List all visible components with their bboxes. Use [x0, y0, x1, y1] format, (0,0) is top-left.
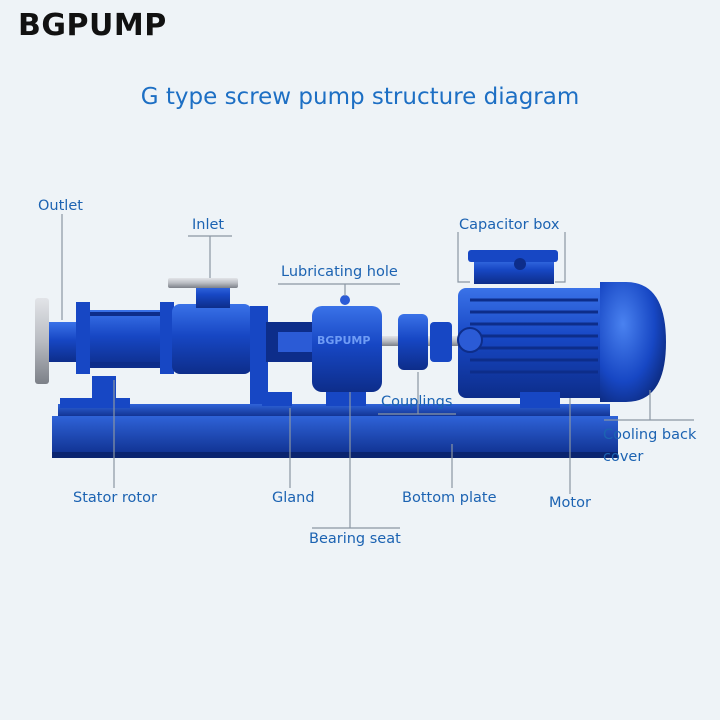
label-outlet: Outlet [38, 198, 83, 214]
label-gland: Gland [272, 490, 315, 506]
label-cooling-back-cover-line2: cover [603, 449, 644, 465]
label-bottom-plate: Bottom plate [402, 490, 497, 506]
outlet-shape [35, 298, 83, 384]
label-motor: Motor [549, 495, 591, 511]
bearing-seat-shape: BGPUMP [312, 295, 382, 406]
inlet-shape [168, 278, 252, 374]
leader-lines [61, 214, 694, 529]
label-lubricating-hole: Lubricating hole [281, 264, 398, 280]
diagram-title: G type screw pump structure diagram [140, 84, 580, 110]
label-capacitor-box: Capacitor box [459, 217, 560, 233]
label-inlet: Inlet [192, 217, 225, 233]
cooling-back-cover-shape [600, 282, 666, 402]
brand-logo: BGPUMP [18, 8, 167, 43]
label-couplings: Couplings [381, 394, 453, 410]
stator-rotor-shape [76, 302, 174, 406]
motor-shape [457, 250, 608, 408]
pump-housing-text: BGPUMP [317, 334, 370, 347]
label-stator-rotor: Stator rotor [73, 490, 157, 506]
label-cooling-back-cover-line1: Cooling back [603, 427, 697, 443]
label-bearing-seat: Bearing seat [309, 531, 401, 547]
couplings-shape [382, 314, 462, 370]
